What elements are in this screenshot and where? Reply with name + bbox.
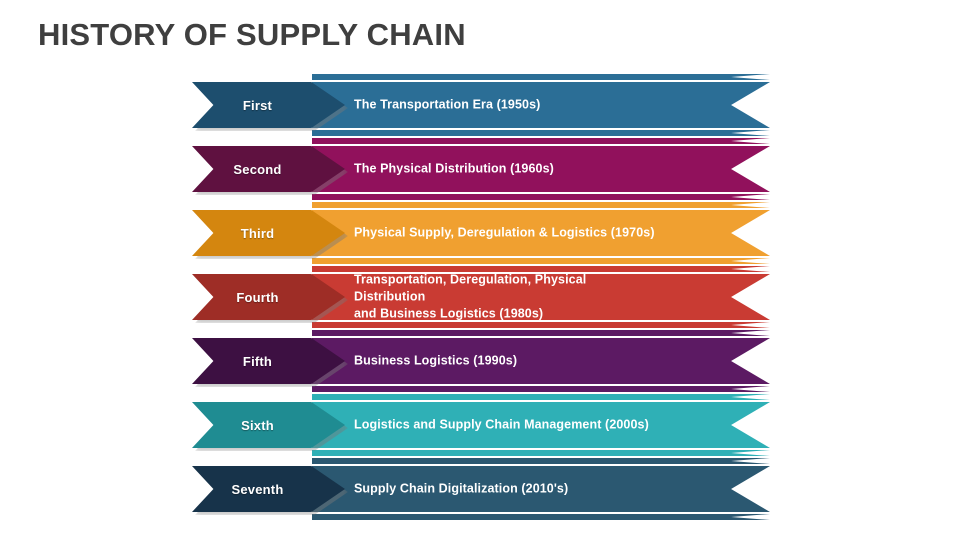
page-title: HISTORY OF SUPPLY CHAIN xyxy=(38,17,466,52)
row-ordinal-chevron[interactable]: Sixth xyxy=(192,402,345,448)
row-description-band: Business Logistics (1990s) xyxy=(312,338,770,384)
row-ordinal-label: First xyxy=(242,97,273,113)
row-ordinal-label: Fourth xyxy=(236,289,279,305)
row-description-text: The Transportation Era (1950s) xyxy=(354,97,541,112)
row-description-band: Physical Supply, Deregulation & Logistic… xyxy=(312,210,770,256)
row-bottom-accent-strip xyxy=(312,130,770,136)
row-bottom-accent-strip xyxy=(312,450,770,456)
row-description-text: Transportation, Deregulation, Physical D… xyxy=(354,272,660,321)
row-top-accent-strip xyxy=(312,74,770,80)
row-description-band: Logistics and Supply Chain Management (2… xyxy=(312,402,770,448)
row-ordinal-label: Second xyxy=(233,161,282,177)
row-top-accent-strip xyxy=(312,202,770,208)
row-bottom-accent-strip xyxy=(312,386,770,392)
row-ordinal-chevron[interactable]: Second xyxy=(192,146,345,192)
row-description-band: Transportation, Deregulation, Physical D… xyxy=(312,274,770,320)
row-description-text: Physical Supply, Deregulation & Logistic… xyxy=(354,225,655,240)
row-description-text: Business Logistics (1990s) xyxy=(354,353,518,368)
row-description-band: The Physical Distribution (1960s) xyxy=(312,146,770,192)
row-ordinal-chevron[interactable]: First xyxy=(192,82,345,128)
row-ordinal-label: Seventh xyxy=(231,481,284,497)
row-description-band: The Transportation Era (1950s) xyxy=(312,82,770,128)
row-description-text: Logistics and Supply Chain Management (2… xyxy=(354,417,649,432)
row-top-accent-strip xyxy=(312,138,770,144)
row-description-text: Supply Chain Digitalization (2010's) xyxy=(354,481,569,496)
row-ordinal-chevron[interactable]: Third xyxy=(192,210,345,256)
row-bottom-accent-strip xyxy=(312,194,770,200)
row-top-accent-strip xyxy=(312,458,770,464)
row-ordinal-chevron[interactable]: Fourth xyxy=(192,274,345,320)
row-description-line: and Business Logistics (1980s) xyxy=(354,306,544,321)
row-bottom-accent-strip xyxy=(312,322,770,328)
row-ordinal-label: Third xyxy=(240,225,275,241)
row-description-line: Transportation, Deregulation, Physical D… xyxy=(354,272,587,304)
row-ordinal-chevron[interactable]: Fifth xyxy=(192,338,345,384)
row-top-accent-strip xyxy=(312,394,770,400)
row-ordinal-chevron[interactable]: Seventh xyxy=(192,466,345,512)
row-bottom-accent-strip xyxy=(312,514,770,520)
row-bottom-accent-strip xyxy=(312,258,770,264)
row-ordinal-label: Fifth xyxy=(242,353,273,369)
row-top-accent-strip xyxy=(312,330,770,336)
row-description-text: The Physical Distribution (1960s) xyxy=(354,161,554,176)
row-description-band: Supply Chain Digitalization (2010's) xyxy=(312,466,770,512)
row-top-accent-strip xyxy=(312,266,770,272)
row-ordinal-label: Sixth xyxy=(241,417,274,433)
